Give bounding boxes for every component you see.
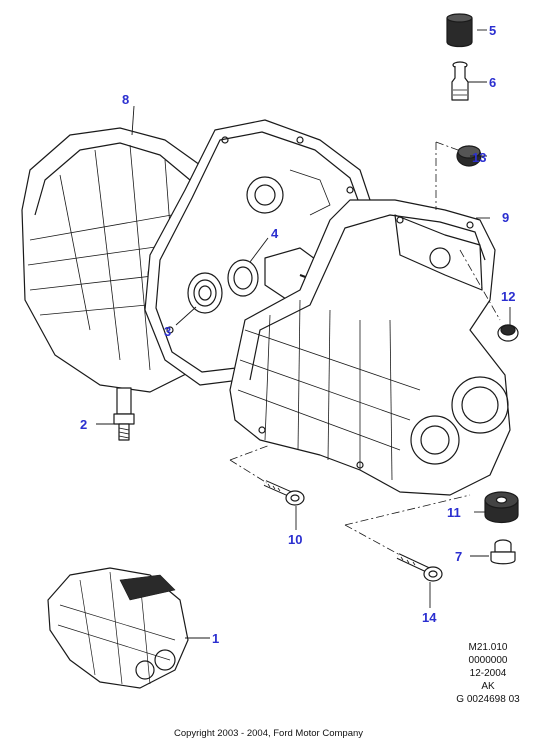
callout-3: 3 bbox=[164, 324, 171, 339]
reference-line-4: AK bbox=[481, 681, 495, 692]
seal-3 bbox=[187, 272, 223, 314]
callout-13: 13 bbox=[472, 150, 486, 165]
reference-block: M21.010 0000000 12-2004 AK G 0024698 03 bbox=[445, 641, 531, 706]
callout-7: 7 bbox=[455, 549, 462, 564]
callout-5: 5 bbox=[489, 23, 496, 38]
reference-line-3: 12-2004 bbox=[469, 668, 507, 679]
drain-plug-12 bbox=[497, 324, 519, 342]
plug-6 bbox=[451, 61, 469, 101]
callout-9: 9 bbox=[502, 210, 509, 225]
callout-2: 2 bbox=[80, 417, 87, 432]
alignment-lines bbox=[229, 141, 501, 556]
plug-13 bbox=[456, 145, 482, 167]
bolt-10 bbox=[263, 480, 305, 506]
callout-labels: 5 6 8 13 9 4 12 3 2 11 10 7 14 1 bbox=[80, 23, 515, 646]
reference-line-5: G 0024698 03 bbox=[456, 694, 520, 705]
cap-5 bbox=[446, 13, 473, 48]
callout-12: 12 bbox=[501, 289, 515, 304]
callout-4: 4 bbox=[271, 226, 279, 241]
callout-10: 10 bbox=[288, 532, 302, 547]
callout-6: 6 bbox=[489, 75, 496, 90]
leader-lines bbox=[96, 29, 511, 639]
transmission-assembly-1 bbox=[47, 567, 189, 689]
filler-plug-7 bbox=[490, 539, 516, 565]
bushing-11 bbox=[484, 491, 519, 524]
bolt-14 bbox=[396, 553, 443, 582]
reference-line-2: 0000000 bbox=[468, 655, 508, 666]
reverse-light-switch bbox=[113, 387, 135, 441]
callout-14: 14 bbox=[422, 610, 437, 625]
callout-1: 1 bbox=[212, 631, 219, 646]
transmission-casing bbox=[229, 199, 511, 496]
copyright-notice: Copyright 2003 - 2004, Ford Motor Compan… bbox=[173, 728, 364, 739]
seal-4 bbox=[227, 259, 259, 297]
reference-line-1: M21.010 bbox=[468, 642, 508, 653]
callout-8: 8 bbox=[122, 92, 129, 107]
callout-11: 11 bbox=[447, 505, 461, 520]
